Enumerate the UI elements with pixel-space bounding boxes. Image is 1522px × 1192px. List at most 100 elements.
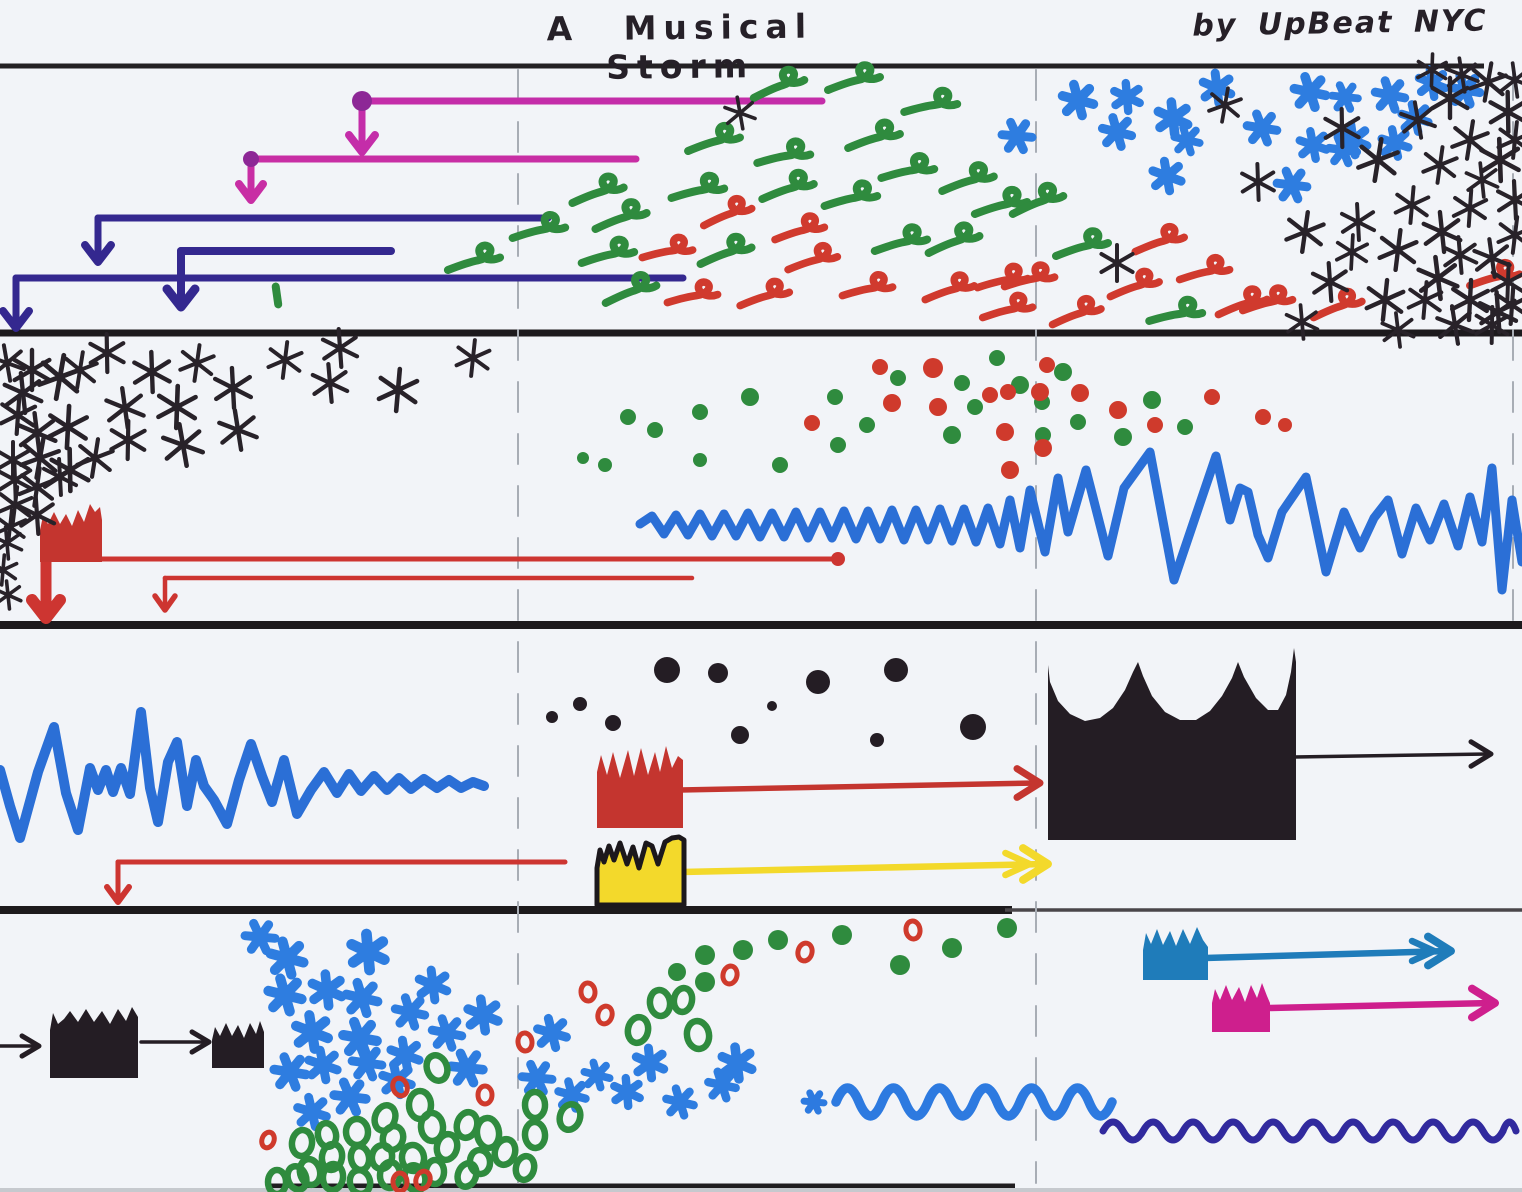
ring-icon: [720, 963, 740, 987]
note-squiggle-icon: [1214, 285, 1271, 319]
thin-asterisk-icon: [0, 393, 38, 437]
dot-icon: [890, 370, 906, 386]
arrow-line: [1264, 999, 1496, 1012]
fat-asterisk-icon: [240, 918, 280, 956]
dot-icon: [806, 670, 830, 694]
dot-icon: [1114, 428, 1132, 446]
fat-asterisk-icon: [1097, 113, 1137, 151]
fat-asterisk-icon: [347, 1044, 387, 1082]
fat-asterisk-icon: [997, 117, 1037, 155]
fat-asterisk-icon: [307, 969, 347, 1011]
fat-asterisk-icon: [1324, 132, 1362, 168]
thin-asterisk-icon: [156, 383, 198, 431]
note-squiggle-icon: [1048, 294, 1105, 329]
dot-icon: [577, 452, 589, 464]
right-arrowhead-icon: [1424, 932, 1455, 970]
down-arrowhead-icon: [81, 241, 115, 266]
down-arrowhead-icon: [162, 284, 200, 312]
note-squiggle-icon: [1131, 222, 1188, 256]
dot-icon: [967, 399, 983, 415]
dot-icon: [654, 657, 680, 683]
thin-asterisk-icon: [1496, 215, 1522, 255]
band4-magenta-block: [1212, 983, 1270, 1032]
ring-icon: [473, 1114, 503, 1152]
right-arrowhead-icon: [189, 1029, 212, 1055]
note-squiggle-icon: [900, 86, 962, 116]
thin-asterisk-icon: [1406, 280, 1444, 320]
band4-black-block-small: [212, 1021, 264, 1068]
dot-icon: [733, 940, 753, 960]
thin-asterisk-icon: [1339, 202, 1377, 242]
thin-asterisk-icon: [17, 493, 57, 537]
fat-asterisk-icon: [414, 965, 452, 1005]
note-squiggle-icon: [938, 161, 998, 195]
dot-icon: [943, 426, 961, 444]
dot-icon: [695, 945, 715, 965]
dot-icon: [741, 388, 759, 406]
thin-asterisk-icon: [320, 326, 360, 370]
dot-icon: [890, 955, 910, 975]
right-arrowhead-icon: [1408, 937, 1438, 965]
fat-asterisk-icon: [1148, 156, 1186, 196]
thin-asterisk-icon: [1393, 185, 1431, 225]
thin-asterisk-icon: [1284, 303, 1320, 341]
thin-asterisk-icon: [1496, 120, 1522, 160]
fat-asterisk-icon: [1170, 123, 1204, 157]
dot-icon: [1039, 357, 1055, 373]
thin-asterisk-icon: [104, 385, 146, 431]
thin-asterisk-icon: [178, 343, 216, 383]
thin-asterisk-icon: [217, 408, 259, 452]
thin-asterisk-icon: [1474, 305, 1510, 345]
thin-asterisk-icon: [1416, 52, 1448, 88]
thin-asterisk-icon: [1472, 237, 1512, 279]
dot-icon: [884, 658, 908, 682]
fat-asterisk-icon: [329, 1077, 371, 1117]
arrow-corner-blob: [243, 151, 259, 167]
down-arrowhead-icon: [235, 180, 267, 204]
thin-asterisk-icon: [212, 365, 254, 411]
dot-icon: [598, 458, 612, 472]
note-squiggle-icon: [1175, 253, 1234, 284]
ring-icon: [342, 1115, 372, 1149]
dot-icon: [573, 697, 587, 711]
fat-asterisk-icon: [610, 1073, 644, 1111]
band4-wavy-navy: [1099, 1118, 1520, 1144]
note-squiggle-icon: [577, 235, 639, 267]
dot-icon: [772, 457, 788, 473]
dot-icon: [870, 733, 884, 747]
thin-asterisk-icon: [266, 340, 304, 380]
thin-asterisk-icon: [109, 418, 147, 462]
dot-icon: [605, 715, 621, 731]
note-squiggle-icon: [1000, 261, 1059, 291]
fat-asterisk-icon: [1370, 76, 1410, 114]
fat-asterisk-icon: [304, 1045, 342, 1085]
arrow-line: [1201, 947, 1452, 962]
ring-icon: [319, 1160, 347, 1192]
dot-icon: [830, 437, 846, 453]
ring-icon: [376, 1158, 404, 1192]
line-end-dot: [831, 552, 845, 566]
dot-icon: [923, 358, 943, 378]
ring-icon: [521, 1088, 549, 1122]
ring-icon: [417, 1109, 447, 1145]
fat-asterisk-icon: [390, 993, 430, 1031]
arrow-line: [1292, 752, 1490, 759]
thin-asterisk-icon: [160, 422, 206, 468]
thin-asterisk-icon: [1435, 304, 1475, 346]
dot-icon: [883, 394, 901, 412]
note-squiggle-icon: [921, 271, 979, 304]
thin-asterisk-icon: [310, 361, 350, 405]
note-squiggle-icon: [638, 233, 697, 262]
fat-asterisk-icon: [346, 928, 390, 976]
band2-zigzag: [635, 447, 1522, 595]
band3-zigzag: [0, 707, 489, 843]
dot-icon: [668, 963, 686, 981]
dot-icon: [695, 972, 715, 992]
fat-asterisk-icon: [263, 973, 307, 1017]
ring-icon: [390, 1075, 410, 1099]
thin-asterisk-icon: [1240, 162, 1276, 202]
dot-icon: [872, 359, 888, 375]
thin-asterisk-icon: [1490, 262, 1522, 302]
note-squiggle-icon: [1008, 181, 1068, 218]
